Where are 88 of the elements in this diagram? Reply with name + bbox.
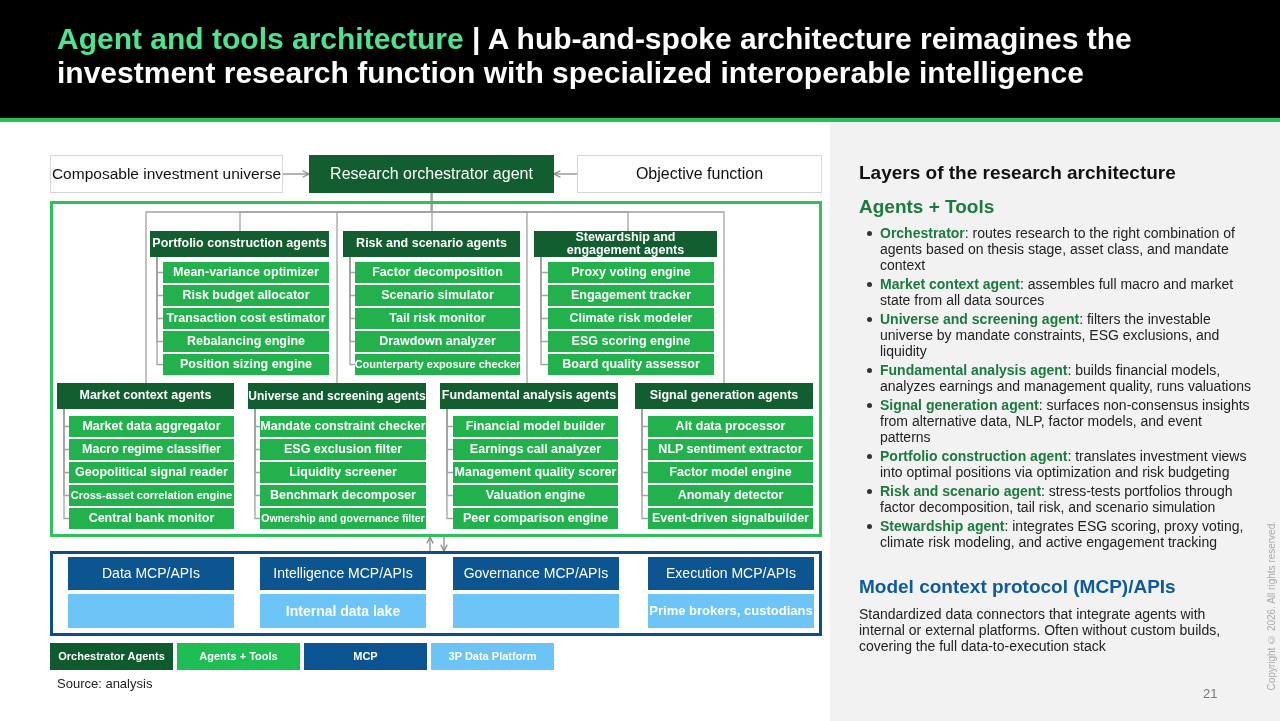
tool-box: Alt data processor bbox=[648, 416, 813, 437]
layer-frame bbox=[50, 201, 822, 537]
layer-frame bbox=[50, 551, 822, 636]
source-note: Source: analysis bbox=[57, 676, 153, 691]
data-platform-box: Prime brokers, custodians bbox=[648, 594, 814, 628]
tool-box: NLP sentiment extractor bbox=[648, 439, 813, 460]
slide-title: Agent and tools architecture | A hub-and-spoke architecture reimagines the investment research function with specialized interoperable intelligence bbox=[57, 22, 1133, 90]
tool-box: Risk budget allocator bbox=[163, 285, 329, 306]
tool-box: Factor decomposition bbox=[355, 262, 520, 283]
tool-box: Anomaly detector bbox=[648, 485, 813, 506]
bullet-text: Orchestrator: routes research to the right combination of agents based on thesis stage, asset class, and mandate context bbox=[880, 225, 1236, 273]
tool-box: Macro regime classifier bbox=[69, 439, 234, 460]
connector-line bbox=[254, 408, 261, 520]
tool-box: Liquidity screener bbox=[260, 462, 426, 483]
tool-box: Mean-variance optimizer bbox=[163, 262, 329, 283]
bullet-text: Portfolio construction agent: translates investment views into optimal positions via optimization and risk budgeting bbox=[880, 448, 1248, 480]
mcp-box: Intelligence MCP/APIs bbox=[260, 557, 426, 590]
tool-box: Event-driven signalbuilder bbox=[648, 508, 813, 529]
process-box: Composable investment universe bbox=[50, 155, 283, 193]
bullet-text: Market context agent: assembles full macro and market state from all data sources bbox=[880, 276, 1235, 308]
tool-box: Factor model engine bbox=[648, 462, 813, 483]
tool-box: Board quality assessor bbox=[548, 354, 714, 375]
arrow bbox=[282, 170, 310, 178]
tool-box: Valuation engine bbox=[453, 485, 618, 506]
arrow bbox=[553, 170, 578, 178]
tool-box: Counterparty exposure checker bbox=[355, 354, 520, 375]
connector-line bbox=[431, 192, 433, 232]
tool-box: Engagement tracker bbox=[548, 285, 714, 306]
bullet-text: Fundamental analysis agent: builds financial models, analyzes earnings and management quality, runs valuations bbox=[880, 362, 1251, 394]
agent-group-header: Signal generation agents bbox=[635, 383, 813, 409]
tool-box: Peer comparison engine bbox=[453, 508, 618, 529]
tool-box: Management quality scorer bbox=[453, 462, 618, 483]
agent-group-header: Portfolio construction agents bbox=[150, 231, 329, 257]
agent-group-header: Risk and scenario agents bbox=[343, 231, 520, 257]
connector-line bbox=[430, 192, 725, 384]
tool-box: Transaction cost estimator bbox=[163, 308, 329, 329]
tool-box: Financial model builder bbox=[453, 416, 618, 437]
process-box: Objective function bbox=[577, 155, 822, 193]
page-number: 21 bbox=[1203, 686, 1218, 701]
agent-group-header: Universe and screening agents bbox=[248, 383, 426, 409]
tool-box: ESG scoring engine bbox=[548, 331, 714, 352]
section-heading: Agents + Tools bbox=[859, 196, 996, 218]
tool-box: Position sizing engine bbox=[163, 354, 329, 375]
arrow bbox=[426, 536, 434, 552]
bullet-text: Risk and scenario agent: stress-tests portfolios through factor decomposition, tail risk, and scenario simulation bbox=[880, 483, 1234, 515]
connector-line bbox=[349, 256, 356, 366]
data-platform-box bbox=[68, 594, 234, 628]
tool-box: Cross-asset correlation engine bbox=[69, 485, 234, 506]
tool-box: Earnings call analyzer bbox=[453, 439, 618, 460]
connector-line bbox=[446, 408, 454, 520]
arrow bbox=[440, 536, 448, 552]
tool-box: Ownership and governance filter bbox=[260, 508, 426, 529]
connector-line bbox=[641, 408, 649, 520]
connector-line bbox=[540, 256, 549, 366]
mcp-box: Governance MCP/APIs bbox=[453, 557, 619, 590]
agent-group-header: Fundamental analysis agents bbox=[440, 383, 618, 409]
agent-group-header: Market context agents bbox=[57, 383, 234, 409]
data-platform-box: Internal data lake bbox=[260, 594, 426, 628]
tool-box: ESG exclusion filter bbox=[260, 439, 426, 460]
tool-box: Central bank monitor bbox=[69, 508, 234, 529]
tool-box: Market data aggregator bbox=[69, 416, 234, 437]
legend-item: 3P Data Platform bbox=[431, 643, 554, 670]
paragraph-text: Standardized data connectors that integrate agents with internal or external platforms. Often without custom builds, covering the full data-to-execution stack bbox=[859, 606, 1222, 654]
tool-box: Scenario simulator bbox=[355, 285, 520, 306]
agent-group-header: Stewardship and engagement agents bbox=[534, 231, 717, 257]
tool-box: Proxy voting engine bbox=[548, 262, 714, 283]
tool-box: Benchmark decomposer bbox=[260, 485, 426, 506]
mcp-box: Execution MCP/APIs bbox=[648, 557, 814, 590]
tool-box: Rebalancing engine bbox=[163, 331, 329, 352]
bullet-text: Stewardship agent: integrates ESG scoring, proxy voting, climate risk modeling, and active engagement tracking bbox=[880, 518, 1245, 550]
orchestrator-box: Research orchestrator agent bbox=[309, 155, 554, 193]
panel-heading: Layers of the research architecture bbox=[859, 162, 1177, 184]
legend-item: MCP bbox=[304, 643, 427, 670]
section-heading: Model context protocol (MCP)/APIs bbox=[859, 576, 1177, 598]
connector-line bbox=[63, 408, 70, 520]
bullet-text: Signal generation agent: surfaces non-consensus insights from alternative data, NLP, factor models, and event patterns bbox=[880, 397, 1251, 445]
tool-box: Geopolitical signal reader bbox=[69, 462, 234, 483]
copyright-note: Copyright © 2026. All rights reserved. bbox=[1266, 520, 1277, 690]
tool-box: Tail risk monitor bbox=[355, 308, 520, 329]
connector-line bbox=[156, 256, 164, 366]
tool-box: Drawdown analyzer bbox=[355, 331, 520, 352]
legend-item: Orchestrator Agents bbox=[50, 643, 173, 670]
tool-box: Mandate constraint checker bbox=[260, 416, 426, 437]
tool-box: Climate risk modeler bbox=[548, 308, 714, 329]
data-platform-box bbox=[453, 594, 619, 628]
bullet-text: Universe and screening agent: filters the investable universe by mandate constraints, ESG exclusions, and liquidity bbox=[880, 311, 1221, 359]
mcp-box: Data MCP/APIs bbox=[68, 557, 234, 590]
legend-item: Agents + Tools bbox=[177, 643, 300, 670]
